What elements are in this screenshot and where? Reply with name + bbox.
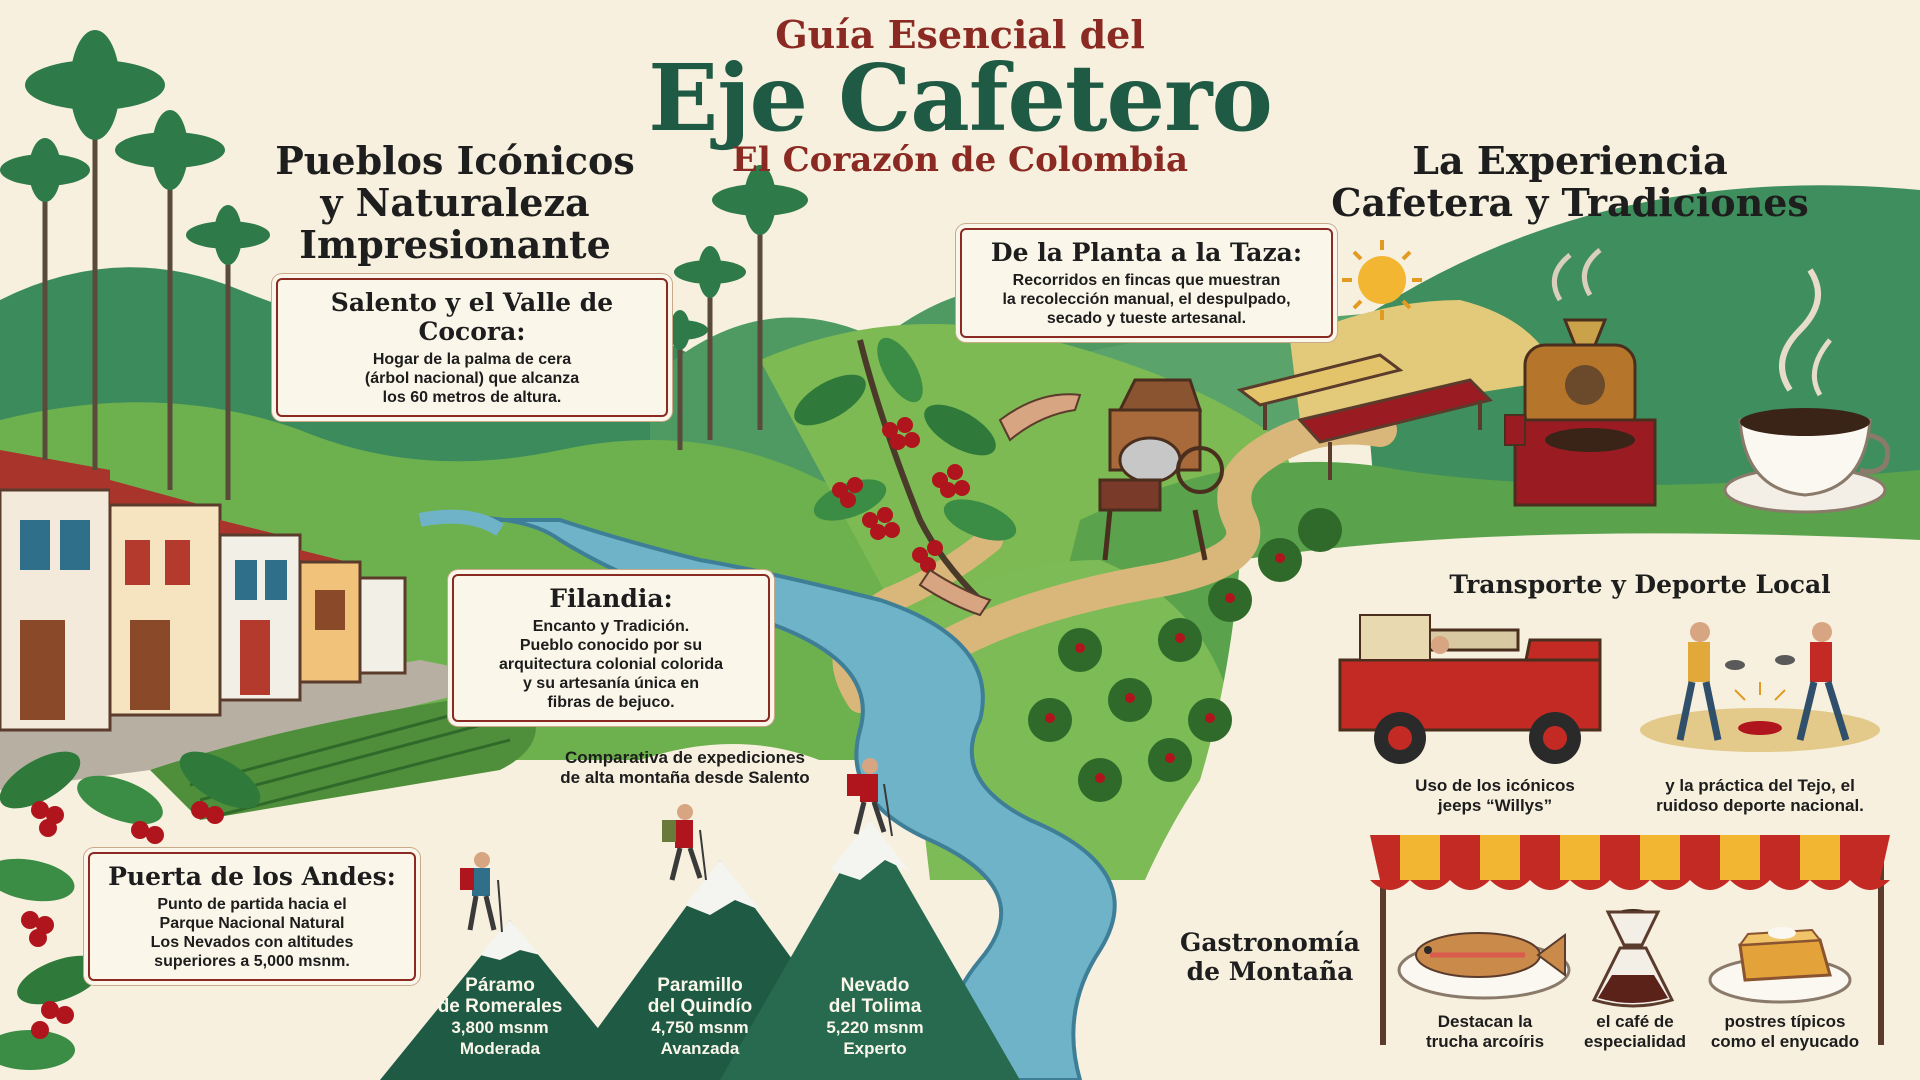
expedition-mountains	[380, 820, 1020, 1080]
page-title: Eje Cafetero	[648, 44, 1273, 152]
salento-card: Salento y el Valle de Cocora: Hogar de l…	[276, 278, 668, 417]
peak-label-quindio: Paramillo del Quindío 4,750 msnm Avanzad…	[647, 975, 753, 1058]
sun-icon	[1342, 240, 1422, 320]
transport-title: Transporte y Deporte Local	[1449, 570, 1831, 599]
street	[0, 660, 520, 790]
wax-palms	[42, 90, 763, 500]
golden-hill	[1290, 300, 1560, 420]
tejo-players-icon	[1640, 622, 1880, 752]
filandia-card: Filandia: Encanto y Tradición. Pueblo co…	[452, 574, 770, 722]
transport-caption-jeep: Uso de los icónicos jeeps “Willys”	[1415, 776, 1575, 815]
peak-label-romerales: Páramo de Romerales 3,800 msnm Moderada	[437, 975, 563, 1058]
gastronomy-caption-enyucado: postres típicos como el enyucado	[1710, 1012, 1860, 1051]
depulper-machine-icon	[1098, 378, 1224, 561]
gastronomy-title: Gastronomía de Montaña	[1179, 928, 1361, 986]
page-subtitle: El Corazón de Colombia	[731, 140, 1189, 180]
andes-card: Puerta de los Andes: Punto de partida ha…	[88, 852, 416, 981]
trout-plate-icon	[1397, 932, 1571, 1000]
market-awning-icon	[1370, 835, 1890, 1045]
header-kicker: Guía Esencial del	[775, 12, 1145, 57]
gastronomy-caption-coffee: el café de especialidad	[1583, 1012, 1687, 1051]
planta-taza-card: De la Planta a la Taza: Recorridos en fi…	[960, 228, 1333, 338]
gastronomy-caption-trout: Destacan la trucha arcoíris	[1425, 1012, 1545, 1051]
right-section-title: La Experiencia Cafetera y Tradiciones	[1331, 138, 1809, 225]
drying-beds-icon	[1236, 353, 1493, 480]
coffee-cup-icon	[1723, 268, 1891, 514]
peak-label-tolima: Nevado del Tolima 5,220 msnm Experto	[826, 975, 924, 1058]
left-section-title: Pueblos Icónicos y Naturaleza Impresiona…	[275, 138, 635, 267]
planta-taza-card-title: De la Planta a la Taza:	[990, 238, 1303, 267]
coffee-branch-icon	[794, 337, 1082, 617]
coffee-pot-icon	[1591, 909, 1675, 1008]
expeditions-caption: Comparativa de expediciones de alta mont…	[560, 748, 810, 787]
coffee-plant-icon	[0, 751, 261, 1070]
palm-fronds	[0, 30, 808, 350]
transport-caption-tejo: y la práctica del Tejo, el ruidoso depor…	[1656, 776, 1864, 815]
river-source	[418, 509, 504, 536]
hiker-icons	[460, 758, 893, 933]
coffee-bushes	[1028, 508, 1342, 802]
colonial-houses	[0, 450, 407, 732]
andes-card-title: Puerta de los Andes:	[108, 862, 396, 891]
filandia-card-title: Filandia:	[549, 584, 673, 613]
willys-jeep-icon	[1338, 614, 1602, 764]
coffee-roaster-icon	[1504, 318, 1657, 507]
steam-icon	[1551, 248, 1602, 302]
salento-card-title: Salento y el Valle de Cocora:	[330, 288, 614, 346]
enyucado-icon	[1708, 927, 1852, 1004]
